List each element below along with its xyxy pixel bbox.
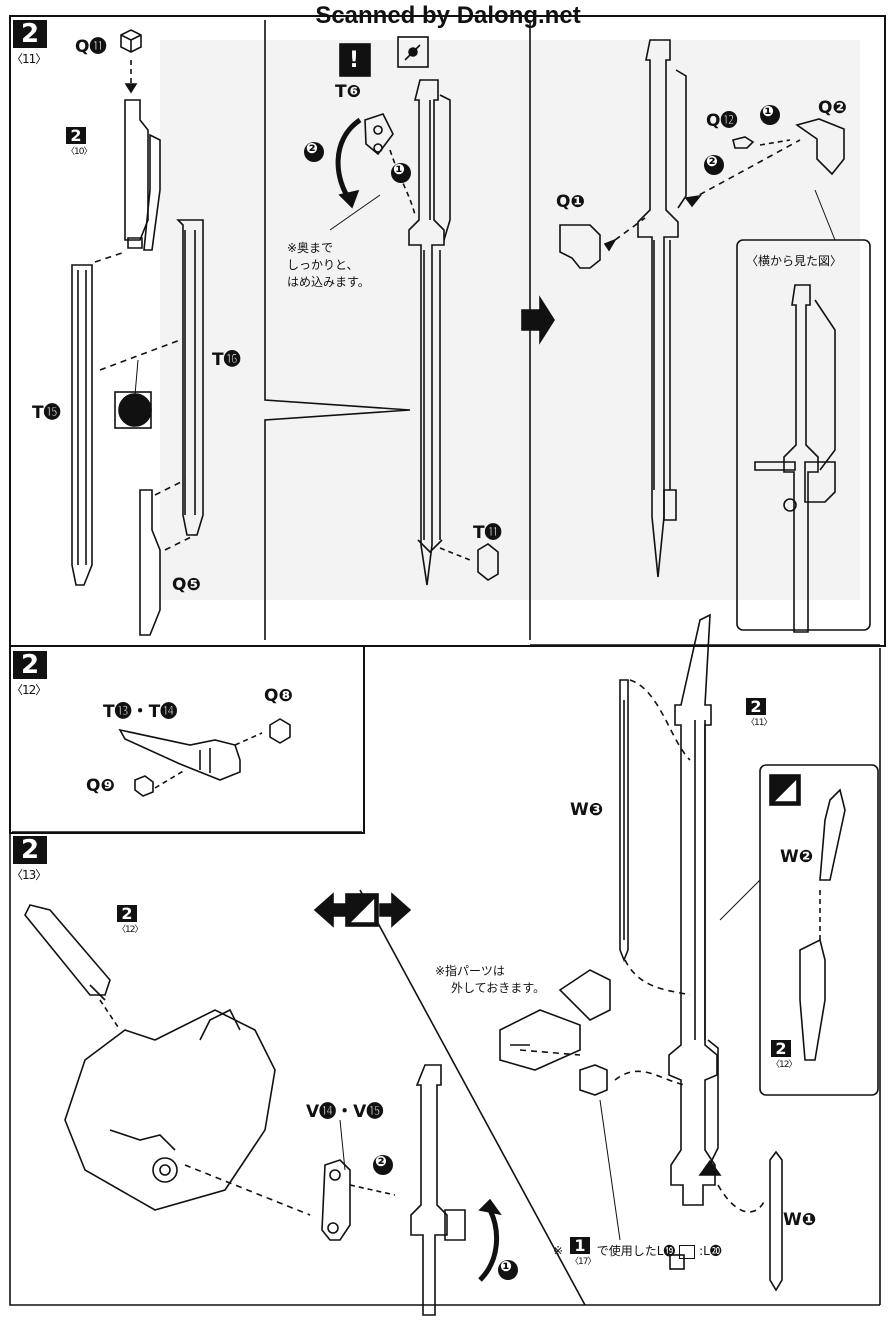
part-label-t15: T⓯ <box>32 403 61 423</box>
background-print-through <box>160 40 860 600</box>
divider-step13 <box>359 889 586 1306</box>
ref-step-17-sub: 〈17〉 <box>570 1257 596 1267</box>
press-note-line1: ※奥まで <box>287 241 334 255</box>
finger-note: ※指パーツは 外しておきます。 <box>435 963 545 997</box>
order-mark-2-b: ❷ <box>706 154 718 170</box>
order-mark-1-b: ❶ <box>762 104 774 120</box>
ref-step-10: 2 〈10〉 <box>66 127 92 157</box>
order-mark-2-a: ❷ <box>306 141 318 157</box>
part-label-w2: W❷ <box>780 847 814 867</box>
ref-step-12a-number: 2 <box>117 905 137 922</box>
part-label-t13-t14: T⓭・T⓮ <box>103 702 178 722</box>
used-note-suffix: :L⓴ <box>699 1244 722 1258</box>
ref-step-17: 1 〈17〉 <box>570 1237 596 1267</box>
order-mark-2-c: ❷ <box>375 1154 387 1170</box>
press-note-line3: はめ込みます。 <box>287 275 370 289</box>
part-label-q2: Q❷ <box>818 98 847 118</box>
part-label-w1: W❶ <box>783 1210 817 1230</box>
panel-step-11 <box>9 15 886 647</box>
ref-step-11: 2 〈11〉 <box>746 698 772 728</box>
step-number-12: 2 <box>13 651 47 679</box>
part-label-t6: T❻ <box>335 82 361 102</box>
ref-step-11-number: 2 <box>746 698 766 715</box>
exclaim-mark: ! <box>349 48 360 73</box>
ref-step-10-sub: 〈10〉 <box>66 147 92 157</box>
part-label-t11: T⓫ <box>473 523 502 543</box>
step-number-13: 2 <box>13 836 47 864</box>
step-sub-12: 〈12〉 <box>11 683 47 697</box>
press-in-note: ※奥まで しっかりと、 はめ込みます。 <box>287 240 370 291</box>
used-part-note: ※ で使用したL⓳ :L⓴ <box>553 1243 722 1260</box>
part-label-w3: W❸ <box>570 800 604 820</box>
order-mark-1-a: ❶ <box>393 162 405 178</box>
finger-note-line1: ※指パーツは <box>435 964 505 978</box>
panel-step-12 <box>9 645 365 834</box>
frame-step13 <box>9 830 880 1306</box>
ref-step-11-sub: 〈11〉 <box>746 718 772 728</box>
ref-step-12a-sub: 〈12〉 <box>117 925 143 935</box>
divider-step11-a <box>264 20 411 640</box>
part-label-v14-v15: V⓮・V⓯ <box>306 1102 384 1122</box>
sticker-icon <box>679 1244 696 1259</box>
used-note-prefix: ※ <box>553 1244 564 1258</box>
step-sub-13: 〈13〉 <box>11 868 47 882</box>
step-sub-11: 〈11〉 <box>11 52 47 66</box>
part-label-q11: Q⓫ <box>75 37 107 57</box>
ref-step-12b-number: 2 <box>771 1040 791 1057</box>
order-mark-1-c: ❶ <box>500 1259 512 1275</box>
finger-note-line2: 外しておきます。 <box>451 981 546 995</box>
ref-step-10-number: 2 <box>66 127 86 144</box>
side-view-title: 〈横から見た図〉 <box>746 254 843 268</box>
part-label-q1: Q❶ <box>556 192 585 212</box>
step-number-11: 2 <box>13 20 47 48</box>
ref-step-12a: 2 〈12〉 <box>117 905 143 935</box>
part-label-q9: Q❾ <box>86 776 115 796</box>
ref-step-17-number: 1 <box>570 1237 590 1254</box>
press-note-line2: しっかりと、 <box>287 258 359 272</box>
part-label-t16: T⓰ <box>212 350 241 370</box>
part-label-q5: Q❺ <box>172 575 201 595</box>
part-label-q12: Q⓬ <box>706 111 738 131</box>
used-note-text: で使用したL⓳ <box>596 1244 676 1258</box>
part-label-q8: Q❽ <box>264 686 293 706</box>
ref-step-12b: 2 〈12〉 <box>771 1040 797 1070</box>
ref-step-12b-sub: 〈12〉 <box>771 1060 797 1070</box>
